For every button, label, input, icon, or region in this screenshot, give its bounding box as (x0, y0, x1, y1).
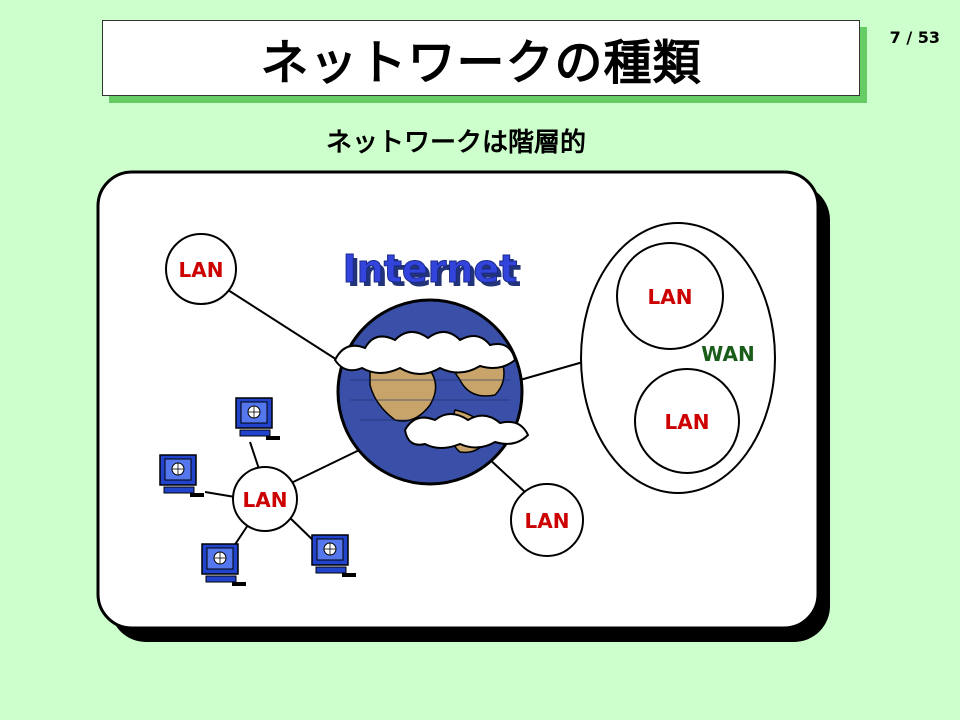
line-wan (519, 361, 584, 381)
internet-label: Internet (343, 247, 518, 291)
computer-icon (235, 397, 280, 440)
page-number: 7 / 53 (889, 28, 940, 47)
lan-node-wan-bottom: LAN (634, 368, 740, 474)
line-pc-left (204, 491, 236, 498)
svg-text:LAN: LAN (648, 285, 693, 309)
svg-text:LAN: LAN (665, 410, 710, 434)
lan-node-bottom: LAN (510, 483, 584, 557)
globe-icon (333, 298, 530, 486)
slide-subtitle: ネットワークは階層的 (325, 128, 586, 158)
svg-text:LAN: LAN (179, 258, 224, 282)
line-lan-topleft (227, 289, 346, 366)
lan-node-wan-top: LAN (616, 242, 724, 350)
line-lan-bottom (487, 457, 526, 493)
computer-icon (311, 534, 356, 577)
lan-node-topleft: LAN (165, 233, 237, 305)
computer-icon (159, 454, 204, 497)
computer-icon (201, 543, 246, 586)
svg-text:LAN: LAN (525, 509, 570, 533)
slide-title: ネットワークの種類 (260, 35, 702, 91)
internet-label-shadow: Internet (347, 251, 522, 295)
wan-label: WAN (701, 342, 754, 366)
title-box: ネットワークの種類 (102, 20, 860, 96)
lan-node-computers: LAN (232, 466, 298, 532)
svg-text:LAN: LAN (243, 488, 288, 512)
